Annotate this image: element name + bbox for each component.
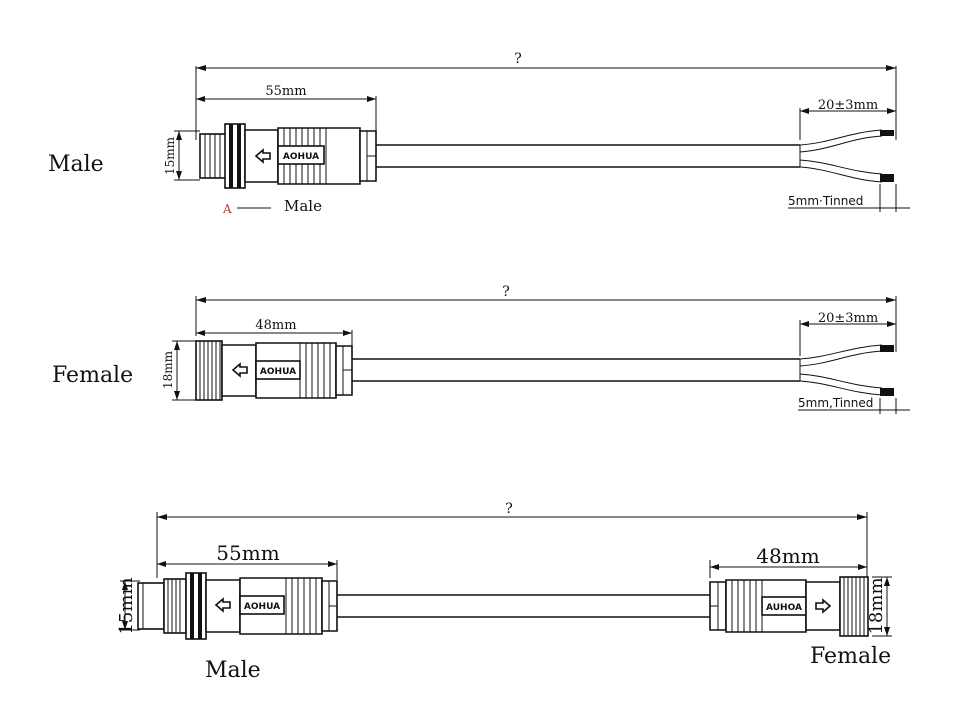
logo: AOHUA	[283, 152, 319, 162]
logo: AOHUA	[260, 367, 296, 377]
female-connector: AOHUA	[195, 340, 353, 401]
connector-length: 48mm	[255, 318, 296, 333]
tinned-note: 5mm·Tinned	[788, 194, 863, 208]
right-female-connector: AUHOA	[709, 576, 869, 637]
right-connector-length: 48mm	[756, 544, 819, 568]
marker-letter: A	[222, 202, 232, 216]
total-length: ?	[505, 501, 513, 517]
left-logo: AOHUA	[244, 602, 280, 612]
total-length: ?	[514, 51, 522, 67]
diagram-male-female: ? 55mm 48mm 15mm 18mm	[116, 501, 892, 683]
left-male-connector: AOHUA	[137, 572, 338, 640]
arrow-left-icon	[214, 597, 231, 613]
strip-length: 20±3mm	[818, 311, 878, 326]
right-logo: AUHOA	[766, 603, 802, 613]
diameter: 18mm	[161, 350, 175, 389]
diagram-female: Female ? 48mm 18mm	[52, 284, 910, 414]
male-connector: AOHUA	[199, 123, 377, 189]
left-connector-length: 55mm	[216, 541, 279, 565]
label-female: Female	[52, 363, 133, 388]
connector-length: 55mm	[265, 84, 306, 99]
total-length: ?	[502, 284, 510, 300]
right-diameter: 18mm	[866, 577, 887, 634]
arrow-left-icon	[231, 362, 248, 378]
tinned-note: 5mm,Tinned	[798, 396, 873, 410]
diameter: 15mm	[163, 136, 177, 175]
right-label: Female	[810, 644, 891, 669]
diagram-male: Male ? 55mm 15mm	[48, 51, 910, 216]
strip-length: 20±3mm	[818, 98, 878, 113]
left-diameter: 15mm	[116, 577, 137, 634]
arrow-right-icon	[815, 598, 832, 614]
left-label: Male	[205, 658, 261, 683]
label-male: Male	[48, 152, 104, 177]
arrow-left-icon	[254, 148, 271, 164]
marker-text: Male	[284, 197, 322, 215]
